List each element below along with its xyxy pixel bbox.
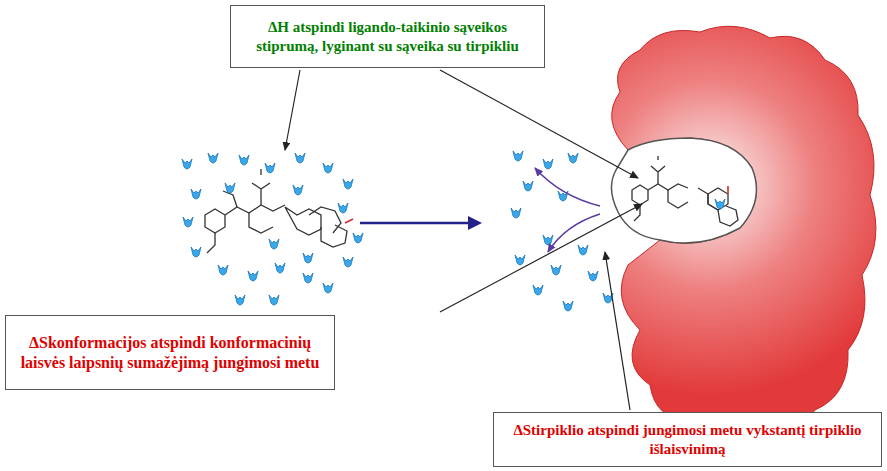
release-arrow: [548, 214, 600, 252]
water-molecules: [182, 151, 725, 311]
bound-ligand: [632, 156, 738, 226]
callout-text: ΔH atspindi ligando-taikinio sąveikos st…: [239, 18, 536, 56]
callout-box: ΔSkonformacijos atspindi konformacinių l…: [5, 315, 335, 390]
callout-text: ΔStirpiklio atspindi jungimosi metu vyks…: [502, 421, 873, 459]
callout-text: ΔSkonformacijos atspindi konformacinių l…: [14, 333, 326, 373]
release-arrow: [535, 168, 600, 206]
protein-blob: [612, 26, 876, 438]
binding-pocket: [611, 138, 756, 243]
leader-lines: [285, 70, 642, 410]
free-ligand: [205, 169, 347, 253]
binding-arrow: [360, 222, 470, 225]
callout-box: ΔStirpiklio atspindi jungimosi metu vyks…: [493, 412, 882, 467]
callout-box: ΔH atspindi ligando-taikinio sąveikos st…: [230, 5, 545, 68]
